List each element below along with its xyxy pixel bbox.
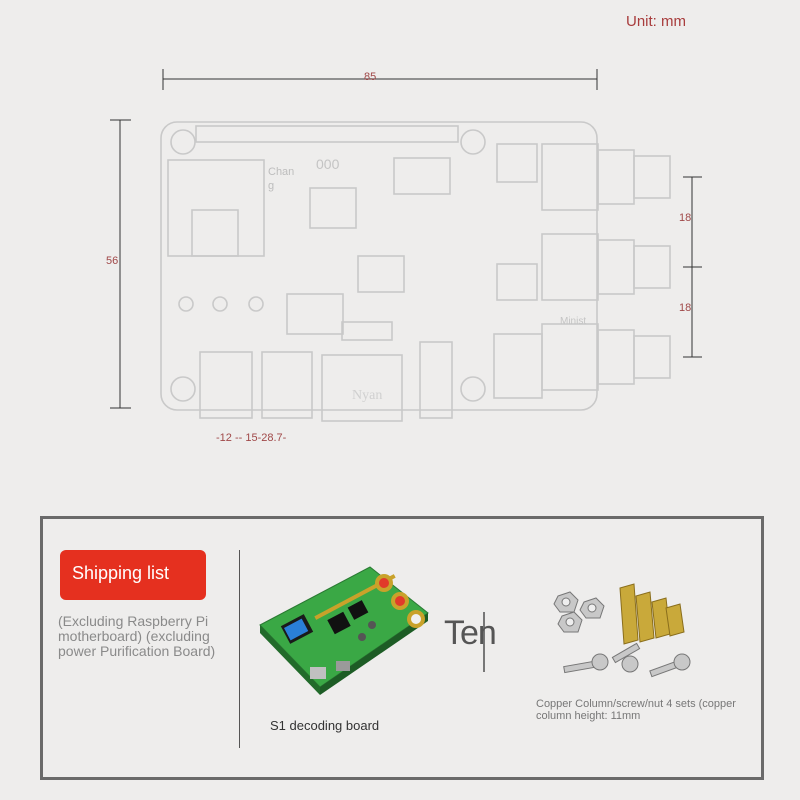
ten-divider-text: Ten — [444, 614, 497, 652]
connector-spacing-2: 18 — [679, 302, 692, 314]
decoding-board-caption: S1 decoding board — [270, 718, 380, 733]
board-outline-drawing — [110, 69, 702, 422]
bottom-spacing-dims: -12 -- 15-28.7- — [216, 432, 287, 444]
hardware-kit-image — [553, 583, 691, 678]
silkscreen-label-right: Minist — [560, 316, 587, 327]
panel-divider — [239, 550, 240, 748]
shipping-list-badge: Shipping list — [60, 550, 206, 600]
height-value: 56 — [106, 255, 119, 267]
silkscreen-label: Chan — [268, 166, 295, 178]
silkscreen-label-2: g — [268, 180, 275, 192]
brand-watermark: Nyan — [352, 388, 383, 403]
hardware-kit-caption: Copper Column/screw/nut 4 sets (copper c… — [536, 698, 736, 722]
connector-spacing-1: 18 — [679, 212, 692, 224]
decoding-board-image — [259, 566, 429, 695]
silkscreen-code: 000 — [316, 156, 340, 172]
ten-divider-mark — [483, 612, 485, 672]
width-value: 85 — [364, 71, 377, 83]
unit-label: Unit: mm — [626, 13, 686, 30]
exclusion-note: (Excluding Raspberry Pi motherboard) (ex… — [58, 613, 216, 659]
